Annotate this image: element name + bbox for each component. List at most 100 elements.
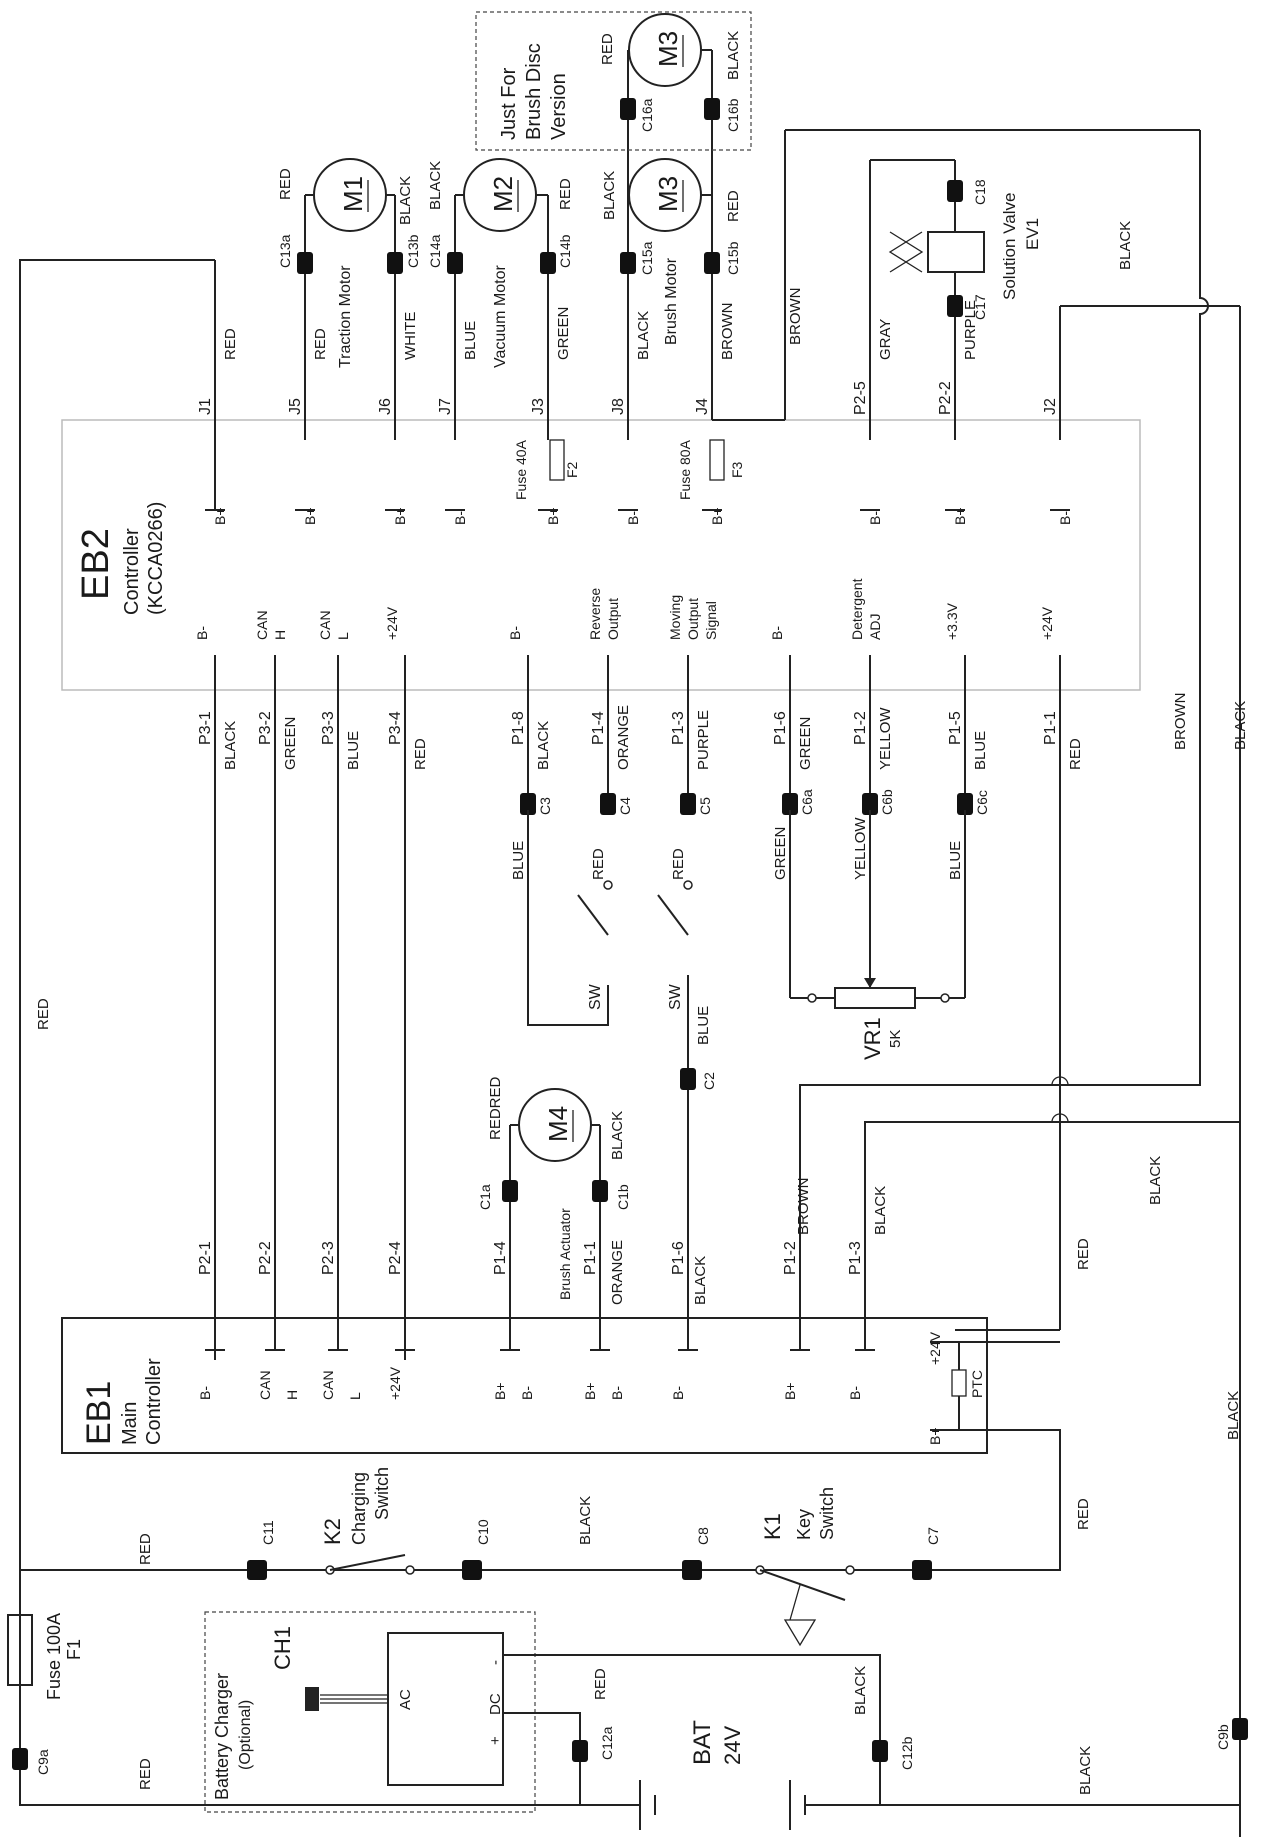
eb2-top-pin-id: J6 (377, 398, 394, 415)
motor-m4: M4 REDRED BLACK C1a C1b Brush Actuator (477, 1076, 631, 1350)
eb1-term: B- (847, 1386, 863, 1400)
m3-name: Brush Motor (663, 257, 680, 345)
bottom-connector (682, 1560, 702, 1580)
motor-m1: M1 RED BLACK C13a C13b Traction Motor (277, 158, 421, 440)
sw-moving-label: SW (667, 983, 684, 1010)
valve-conn-top: C18 (972, 179, 988, 205)
k2-name-1: Charging (349, 1472, 369, 1545)
eb2-bottom-term2: L (335, 632, 351, 640)
connector-wire: RED (590, 848, 607, 880)
black-right-c: BLACK (1225, 1391, 1242, 1440)
eb1-term: B- (670, 1386, 686, 1400)
connector-id: C3 (537, 797, 553, 815)
m3b-wire-b: BLACK (725, 31, 742, 80)
eb1-pin-id: P1-2 (782, 1241, 799, 1275)
eb1-pin-id: P2-3 (320, 1241, 337, 1275)
fuse-f2-symbol (549, 439, 565, 481)
motor-m3b-label: M3 (653, 31, 683, 67)
c12b-wire: BLACK (852, 1666, 869, 1715)
red-c11: RED (137, 1533, 154, 1565)
eb2-top-term-label: B- (625, 511, 641, 525)
connector (862, 793, 878, 815)
motor-m3-disc: M3 RED BLACK C16a C16b (599, 13, 742, 132)
c9a-label: C9a (35, 1749, 51, 1775)
eb2-top-wire-label: GREEN (555, 307, 572, 360)
eb2-bottom-pin-id: P1-1 (1042, 711, 1059, 745)
bat-label: BAT (689, 1720, 716, 1765)
ch1-body (387, 1632, 504, 1786)
red-c7: RED (1075, 1498, 1092, 1530)
m1-wire-a: RED (277, 168, 294, 200)
c9b-label: C9b (1215, 1724, 1231, 1750)
connector-id: C6c (974, 790, 990, 815)
eb1-term2: B- (519, 1386, 535, 1400)
eb2-top-term-label: B+ (302, 507, 318, 525)
fuse-f2-id: F2 (564, 461, 580, 478)
m2-conn-b: C14b (557, 234, 573, 268)
eb2-bottom-pin-id: P1-4 (590, 711, 607, 745)
m3-conn-b: C15b (725, 241, 741, 275)
eb2-top-term-label: B+ (392, 507, 408, 525)
eb2-top-term-label: B- (452, 511, 468, 525)
eb1-pin-id: P2-4 (387, 1241, 404, 1275)
sw-moving-wire: BLUE (695, 1006, 712, 1045)
c8-label: C8 (695, 1527, 711, 1545)
eb1-pin-id: P1-4 (492, 1241, 509, 1275)
c2-label: C2 (701, 1072, 717, 1090)
eb2-bottom-pin-id: P3-3 (320, 711, 337, 745)
eb2-bottom-term: Detergent (849, 578, 865, 640)
svg-text:Just For: Just For (498, 67, 520, 140)
eb2-top-pins: J1REDB+J5REDB+J6WHITEB+J7BLUEB-J3GREENB+… (197, 300, 1073, 525)
eb2-bottom-pin-id: P3-2 (257, 711, 274, 745)
black-bottom-mid: BLACK (577, 1496, 594, 1545)
eb2-bottom-pin-id: P3-1 (197, 711, 214, 745)
svg-text:Brush Disc: Brush Disc (523, 43, 545, 140)
eb2-bottom-term: +24V (384, 606, 400, 640)
brown-top-label: BROWN (787, 288, 804, 346)
m3-wire-b: RED (725, 190, 742, 222)
eb2-top-term-label: B+ (952, 507, 968, 525)
eb1-orange-label: ORANGE (609, 1240, 626, 1305)
eb2-bottom-wire-label: BLACK (535, 721, 552, 770)
eb2-bottom-term: B- (769, 626, 785, 640)
eb2-title: EB2 (75, 528, 117, 600)
eb2-bottom-wire-label: YELLOW (877, 707, 894, 770)
eb2-bottom-wire-label: BLUE (345, 731, 362, 770)
c12a-label: C12a (599, 1726, 615, 1760)
reverse-switch: SW (527, 810, 613, 1026)
connector-wire: BLUE (510, 841, 527, 880)
eb2-bottom-term: +24V (1039, 606, 1055, 640)
valve-name: Solution Valve (1000, 193, 1019, 300)
eb1-black-label: BLACK (692, 1256, 709, 1305)
vr1-id: VR1 (860, 1017, 885, 1060)
motor-m3: M3 BLACK RED C15a C15b Brush Motor (601, 105, 742, 440)
eb1-black2-label: BLACK (872, 1186, 889, 1235)
m2-name: Vacuum Motor (492, 264, 509, 368)
eb2-top-pin-id: J5 (287, 398, 304, 415)
brown-bus (799, 130, 1209, 1350)
eb2-controller-box (61, 419, 1141, 691)
k1-name-1: Key (794, 1509, 814, 1540)
motor-m1-label: M1 (338, 176, 368, 212)
eb2-bottom-term: B- (194, 626, 210, 640)
motor-m2: M2 BLACK RED C14a C14b Vacuum Motor (427, 158, 574, 440)
eb2-bottom-term2: Output (685, 598, 701, 640)
eb2-top-wire-label: PURPLE (962, 300, 979, 360)
eb2-bottom-term: +3.3V (944, 602, 960, 640)
m4-name: Brush Actuator (557, 1208, 573, 1300)
eb2-model: (KCCA0266) (145, 502, 167, 615)
connector-wire: GREEN (772, 827, 789, 880)
k2-name-2: Switch (372, 1467, 392, 1520)
eb2-bottom-wire-label: BLUE (972, 731, 989, 770)
connector (600, 793, 616, 815)
eb2-top-term-label: B+ (545, 507, 561, 525)
eb1-pin-id: P2-1 (197, 1241, 214, 1275)
c12b-label: C12b (899, 1736, 915, 1770)
c10-label: C10 (475, 1519, 491, 1545)
m1-name: Traction Motor (337, 265, 354, 368)
